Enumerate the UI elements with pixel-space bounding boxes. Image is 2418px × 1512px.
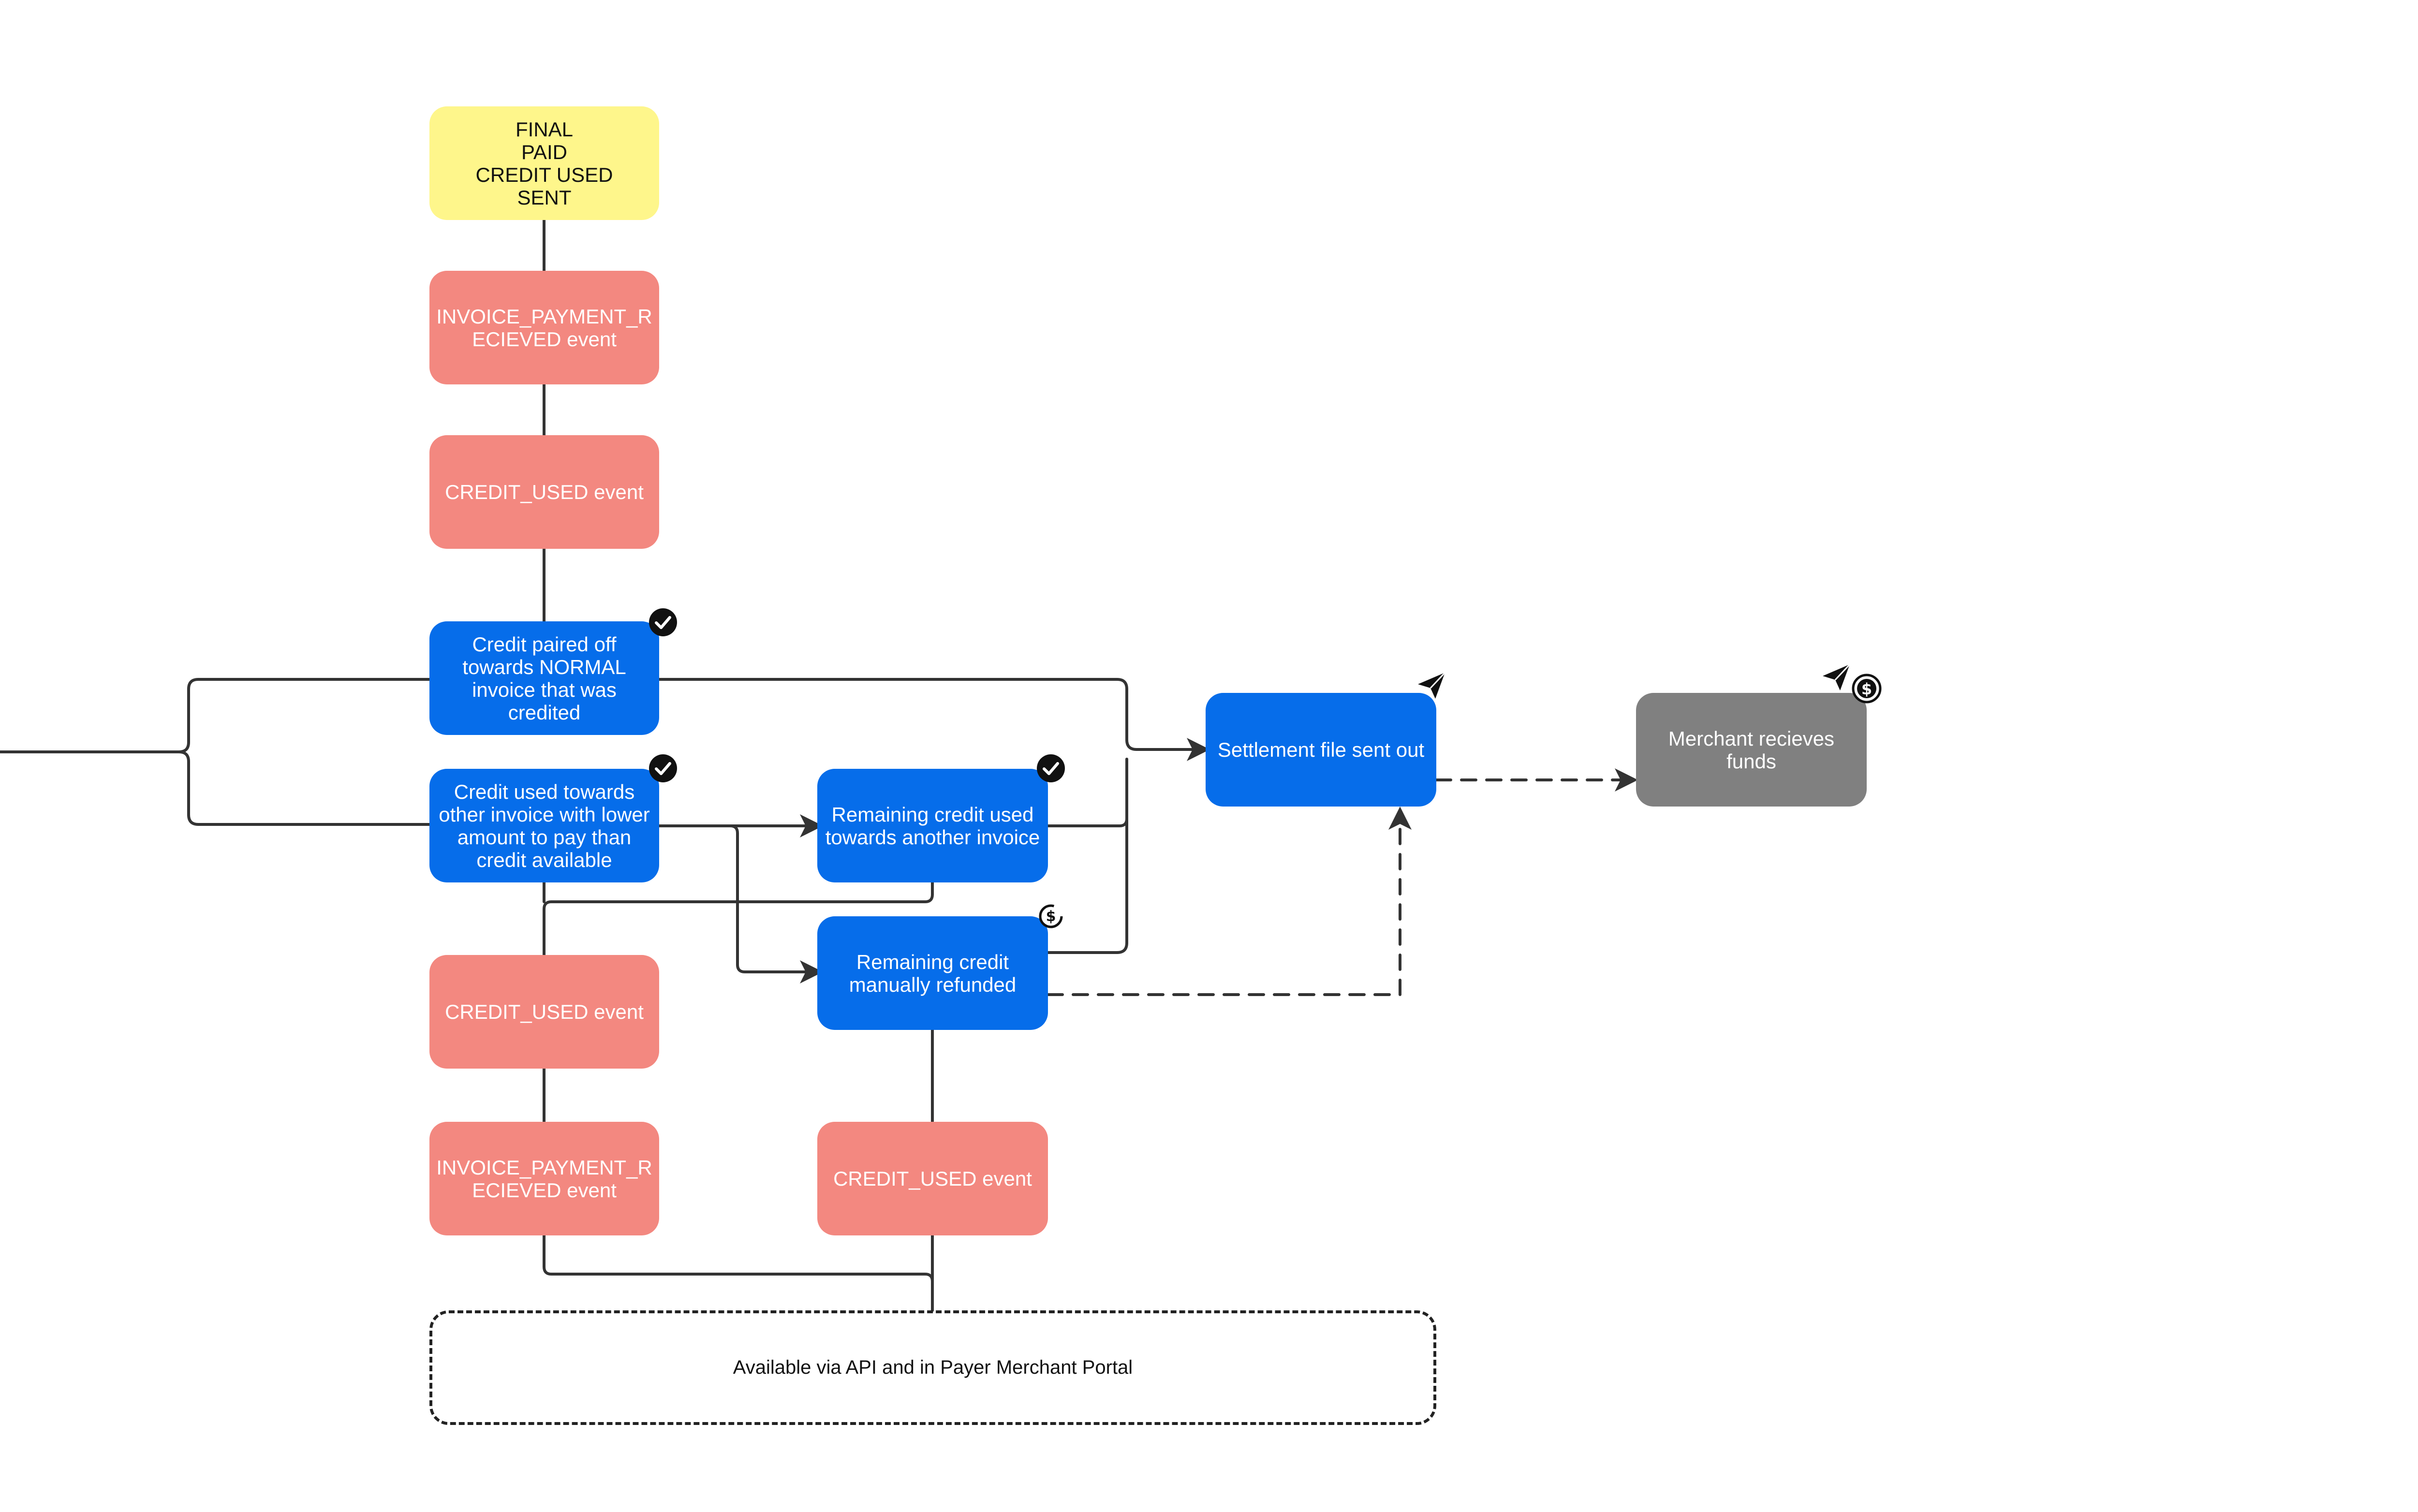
checkmark-icon xyxy=(649,754,677,782)
paper-plane-icon xyxy=(1823,663,1851,690)
credit-used-event-bottom-left[interactable]: CREDIT_USED event xyxy=(429,955,659,1069)
merchant-receives-funds-node[interactable]: Merchant recieves funds xyxy=(1636,693,1867,807)
connector-refunded-to-settlement-dashed xyxy=(1047,807,1412,996)
final-state-node[interactable]: FINAL PAID CREDIT USED SENT xyxy=(429,106,659,220)
settlement-file-node[interactable]: Settlement file sent out xyxy=(1206,693,1436,807)
invoice-payment-received-event-top[interactable]: INVOICE_PAYMENT_R ECIEVED event xyxy=(429,271,659,384)
connector-left-entry xyxy=(0,678,432,753)
checkmark-icon xyxy=(649,608,677,636)
remaining-credit-another-invoice-node[interactable]: Remaining credit used towards another in… xyxy=(817,769,1048,882)
credit-used-event-bottom-mid[interactable]: CREDIT_USED event xyxy=(817,1122,1048,1235)
api-portal-box[interactable]: Available via API and in Payer Merchant … xyxy=(429,1310,1436,1425)
credit-used-event-top[interactable]: CREDIT_USED event xyxy=(429,435,659,549)
paper-plane-icon xyxy=(1418,672,1446,699)
connector-other-to-refunded xyxy=(729,824,823,984)
credit-used-other-invoice-node[interactable]: Credit used towards other invoice with l… xyxy=(429,769,659,882)
svg-text:$: $ xyxy=(1046,908,1056,925)
svg-text:$: $ xyxy=(1861,680,1872,698)
checkmark-icon xyxy=(1037,754,1065,782)
credit-paired-off-node[interactable]: Credit paired off towards NORMAL invoice… xyxy=(429,621,659,735)
invoice-payment-received-event-bottom[interactable]: INVOICE_PAYMENT_R ECIEVED event xyxy=(429,1122,659,1235)
connector-refunded-to-settlement xyxy=(1047,758,1128,954)
connector-invoice-bottom-to-api xyxy=(543,1234,934,1312)
dollar-refund-icon: $ xyxy=(1039,904,1063,928)
dollar-icon: $ xyxy=(1852,674,1882,704)
connector-left-entry-lower xyxy=(177,750,432,826)
remaining-credit-refunded-node[interactable]: Remaining credit manually refunded xyxy=(817,916,1048,1030)
connector-remaining-down xyxy=(543,879,934,956)
connector-paired-to-settlement xyxy=(656,678,1210,761)
